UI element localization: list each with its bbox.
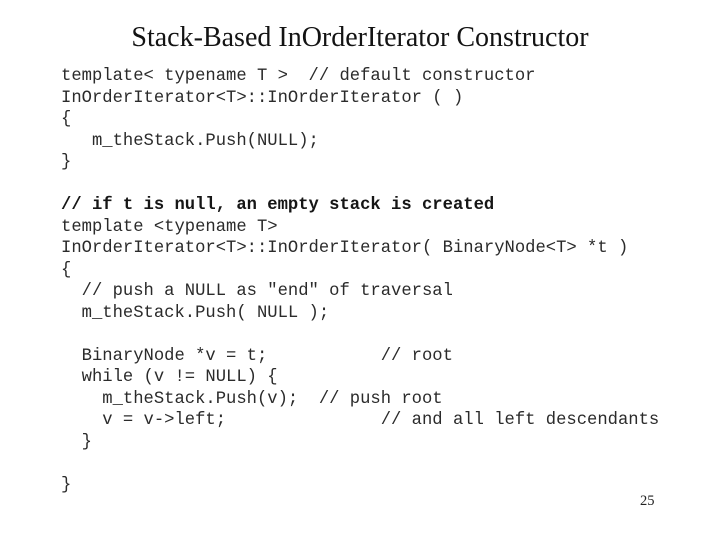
code-line: InOrderIterator<T>::InOrderIterator ( ) — [61, 88, 464, 108]
code-line: InOrderIterator<T>::InOrderIterator( Bin… — [61, 239, 629, 258]
code-line: } — [61, 432, 92, 452]
code-line: template <typename T> — [61, 217, 278, 237]
slide-title: Stack-Based InOrderIterator Constructor — [131, 22, 589, 53]
code-block: template< typename T > // default constr… — [61, 66, 659, 496]
code-line: v = v->left; // and all left descendants — [61, 411, 660, 430]
code-line-bold-comment: // if t is null, an empty stack is creat… — [61, 196, 495, 215]
page-number: 25 — [640, 493, 655, 509]
code-line: } — [61, 153, 72, 172]
code-line: } — [61, 475, 72, 495]
code-line: { — [61, 110, 72, 129]
code-line: // push a NULL as "end" of traversal — [61, 282, 453, 301]
code-line: m_theStack.Push( NULL ); — [61, 303, 330, 323]
code-line: while (v != NULL) { — [61, 368, 278, 387]
code-line: m_theStack.Push(v); // push root — [61, 389, 443, 409]
code-line: template< typename T > // default constr… — [61, 67, 536, 86]
code-line — [61, 453, 659, 475]
code-line: { — [61, 260, 72, 280]
code-line — [61, 174, 659, 196]
code-line — [61, 324, 659, 346]
code-line: m_theStack.Push(NULL); — [61, 131, 319, 151]
code-line: BinaryNode *v = t; // root — [61, 346, 453, 366]
